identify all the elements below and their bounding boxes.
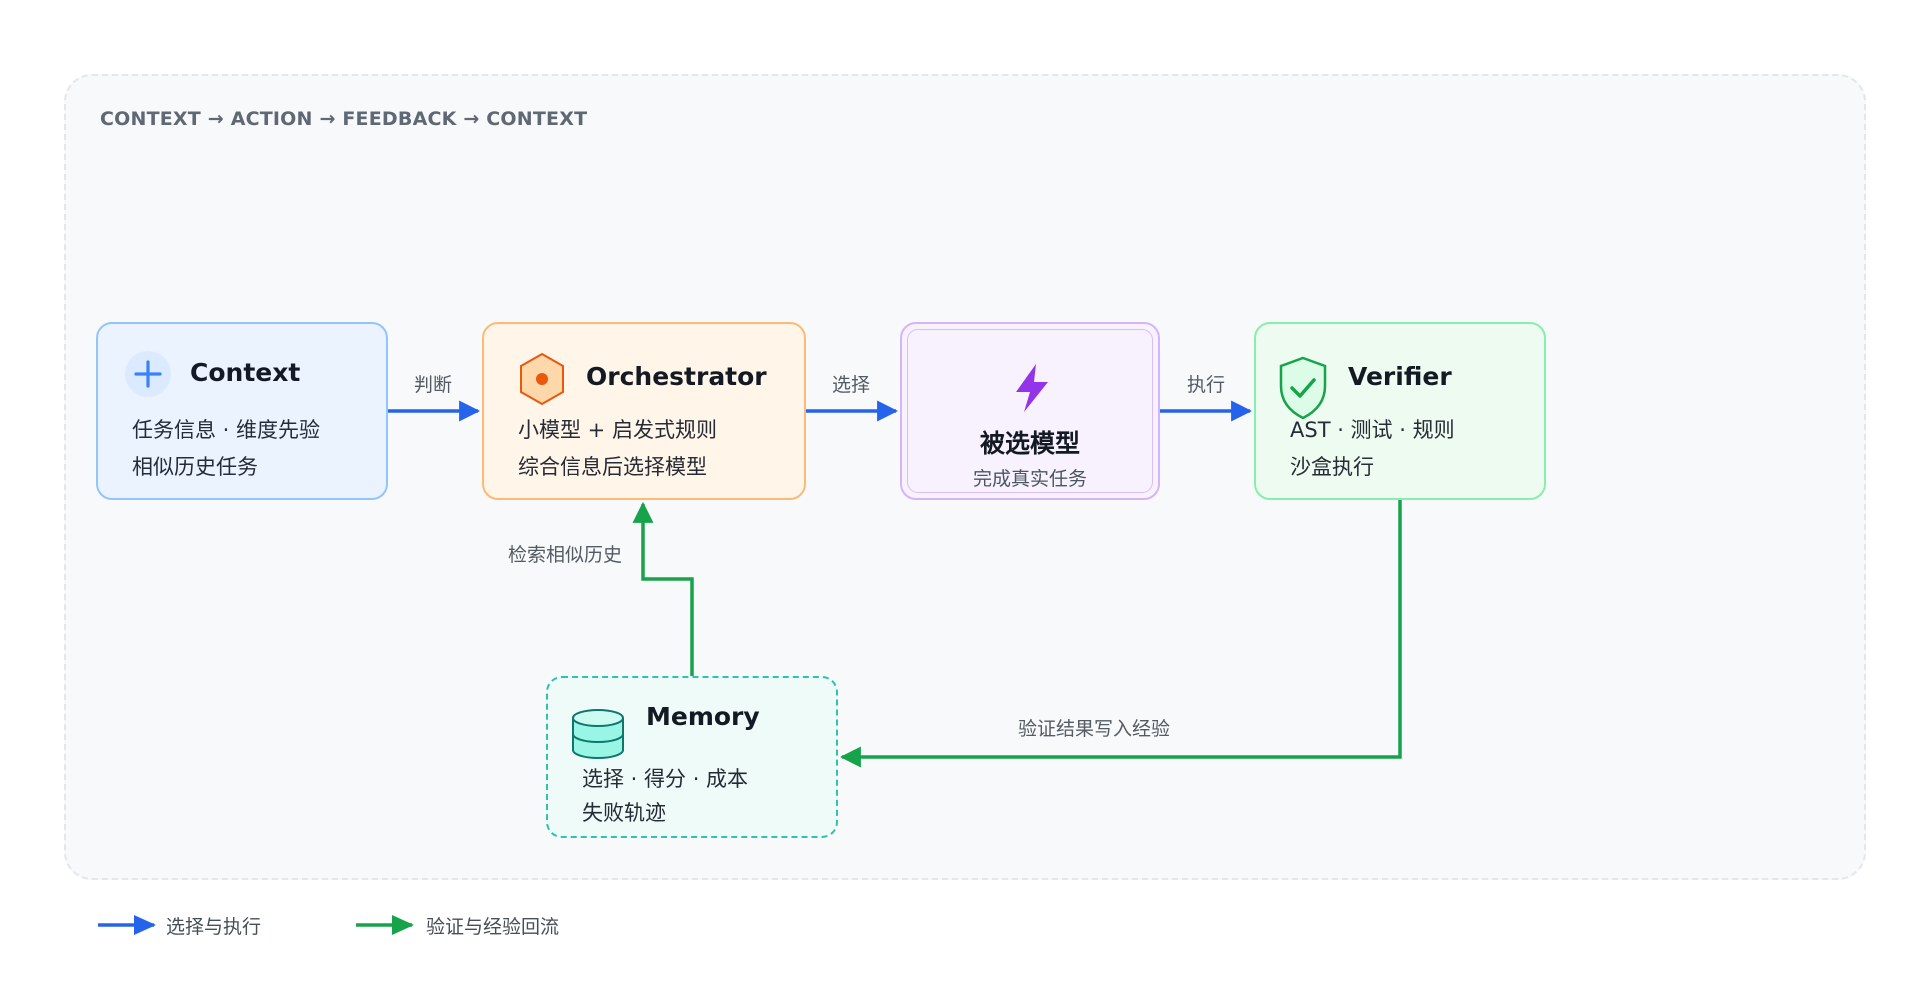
edge-memory-to-orchestrator	[632, 501, 694, 676]
node-line: AST · 测试 · 规则	[1290, 418, 1455, 442]
node-line: 综合信息后选择模型	[518, 455, 707, 479]
node-line: 任务信息 · 维度先验	[132, 418, 321, 442]
node-memory: Memory 选择 · 得分 · 成本 失败轨迹	[546, 676, 838, 838]
shield-check-icon	[1278, 356, 1328, 420]
node-orchestrator: Orchestrator 小模型 + 启发式规则 综合信息后选择模型	[482, 322, 806, 500]
hexagon-icon	[518, 352, 566, 406]
node-line: 相似历史任务	[132, 455, 258, 479]
edge-label-select: 选择	[832, 374, 871, 396]
loop-label: CONTEXT → ACTION → FEEDBACK → CONTEXT	[100, 108, 588, 130]
legend-swatch-blue-arrow	[98, 915, 156, 935]
edge-label-write-experience: 验证结果写入经验	[1018, 718, 1171, 740]
node-line: 失败轨迹	[582, 801, 666, 825]
node-verifier: Verifier AST · 测试 · 规则 沙盒执行	[1254, 322, 1546, 500]
edge-label-retrieve-history: 检索相似历史	[508, 544, 623, 566]
node-title: Memory	[646, 702, 760, 731]
database-icon	[570, 708, 626, 760]
node-title: 被选模型	[979, 429, 1080, 458]
node-candidate-model: 被选模型 完成真实任务	[900, 322, 1160, 500]
node-line: 沙盒执行	[1290, 455, 1374, 479]
plus-icon	[124, 350, 172, 398]
edge-verifier-to-memory	[839, 500, 1402, 768]
inner-border	[907, 329, 1153, 493]
legend-item-feedback: 验证与经验回流	[354, 908, 594, 942]
legend-label: 选择与执行	[166, 916, 262, 938]
node-title: Verifier	[1348, 362, 1452, 391]
edge-label-judge: 判断	[414, 374, 453, 396]
node-context: Context 任务信息 · 维度先验 相似历史任务	[96, 322, 388, 500]
node-title: Context	[190, 358, 301, 387]
edge-label-execute: 执行	[1187, 374, 1226, 396]
legend-swatch-green-arrow	[356, 915, 414, 935]
node-subtitle: 完成真实任务	[972, 468, 1087, 490]
node-title: Orchestrator	[586, 362, 767, 391]
node-line: 小模型 + 启发式规则	[518, 418, 717, 442]
legend-item-selection: 选择与执行	[96, 908, 296, 942]
lightning-icon	[1012, 362, 1052, 414]
node-line: 选择 · 得分 · 成本	[582, 767, 749, 791]
legend-label: 验证与经验回流	[426, 916, 560, 938]
